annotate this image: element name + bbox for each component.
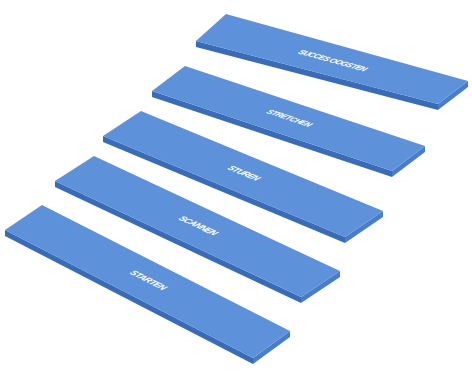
slab-top <box>5 205 290 358</box>
step-slab: STARTEN <box>4 204 291 365</box>
step-label: STARTEN <box>5 205 290 356</box>
